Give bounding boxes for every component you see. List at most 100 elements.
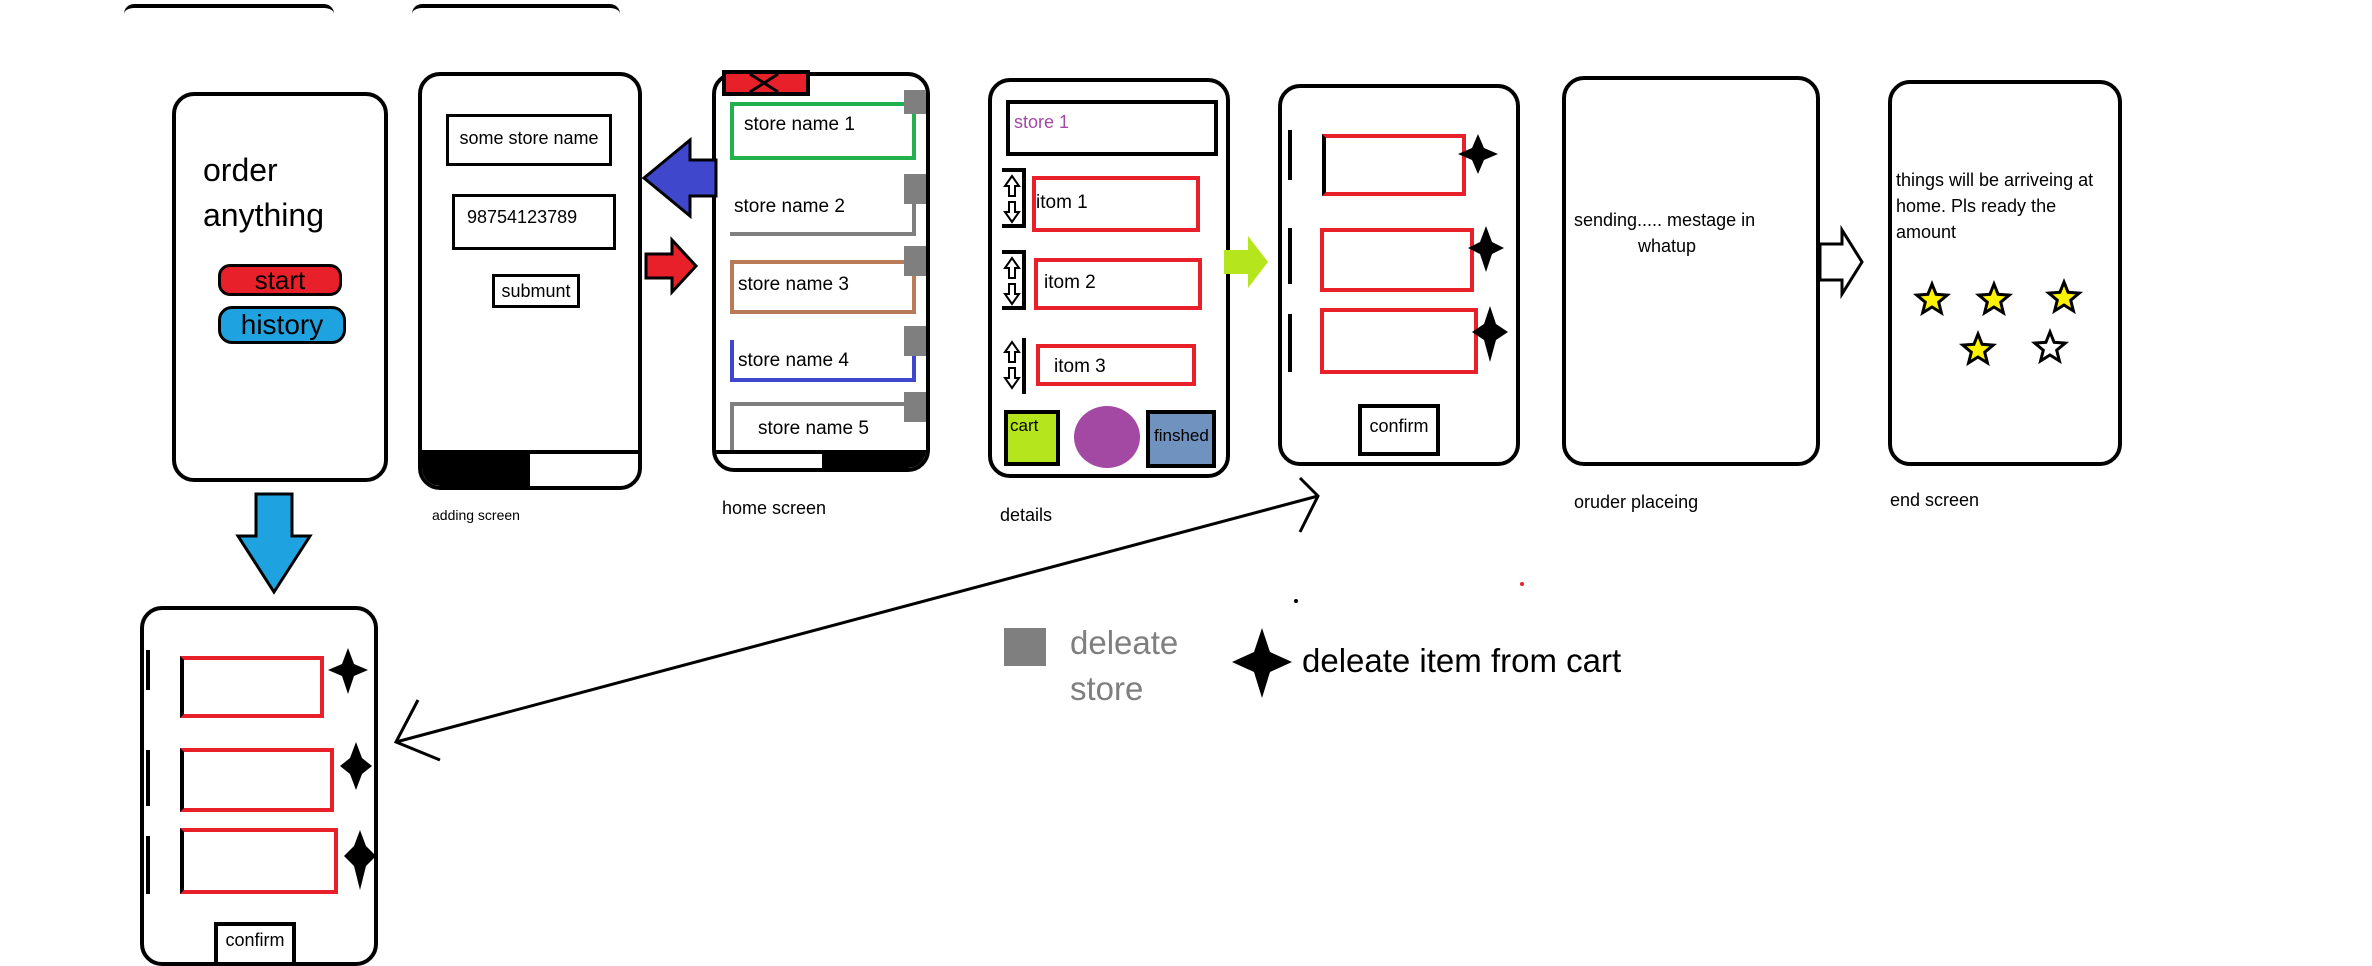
details-screen: store 1 itom 1 itom 2 itom 3 cart finshe…: [988, 78, 1230, 478]
rating-star-filled-icon[interactable]: [1912, 279, 1952, 317]
delete-store-icon[interactable]: [904, 392, 926, 422]
store-row-1[interactable]: store name 1: [730, 102, 916, 160]
legend-delete-item-label: deleate item from cart: [1302, 642, 1622, 679]
legend-delete-store-line1: deleate: [1070, 624, 1179, 661]
action-circle-button[interactable]: [1074, 406, 1140, 468]
legend-delete-store-line2: store: [1070, 670, 1144, 707]
item-row-2[interactable]: itom 2: [1034, 258, 1202, 310]
store-name-value: some store name: [459, 128, 599, 148]
close-x-icon[interactable]: [722, 70, 810, 96]
cart-item-row: [1320, 308, 1478, 374]
phone-value: 98754123789: [467, 207, 578, 227]
start-button[interactable]: start: [218, 264, 342, 296]
start-button-label: start: [254, 265, 306, 295]
cart-button-label: cart: [1010, 416, 1039, 435]
legend-delete-store-swatch: [1004, 628, 1046, 666]
finished-button[interactable]: finshed: [1146, 410, 1216, 468]
phone-input[interactable]: 98754123789: [452, 194, 616, 250]
end-message-line1: things will be arriveing at: [1896, 170, 2094, 190]
arrow-right-outline: [1818, 224, 1864, 300]
adding-bottom-bar-fill: [422, 450, 530, 486]
item-label: itom 2: [1044, 272, 1096, 293]
cart-divider: [1288, 228, 1292, 284]
home-screen: store name 1 store name 2 store name 3 s…: [712, 72, 930, 472]
rating-star-filled-icon[interactable]: [2044, 277, 2084, 315]
reorder-handle[interactable]: [1002, 168, 1026, 228]
store-row-label: store name 3: [738, 274, 849, 295]
arrow-right-lime: [1224, 236, 1268, 288]
rating-stars[interactable]: [1892, 84, 2118, 462]
rating-star-filled-icon[interactable]: [1974, 279, 2014, 317]
top-fragment-right: [412, 4, 620, 18]
app-title-line2: anything: [203, 197, 324, 233]
store-row-label: store name 5: [758, 418, 869, 439]
end-screen: things will be arriveing at home. Pls re…: [1888, 80, 2122, 466]
cart-item-row: [1322, 134, 1466, 196]
history-screen: confirm: [140, 606, 378, 966]
arrow-right-red: [644, 236, 699, 296]
history-divider: [146, 650, 150, 690]
delete-store-icon[interactable]: [904, 90, 926, 114]
store-row-4[interactable]: store name 4: [730, 340, 916, 382]
cart-divider: [1288, 130, 1292, 180]
cart-screen: confirm: [1278, 84, 1520, 466]
order-placing-caption: oruder placeing: [1574, 492, 1699, 512]
store-row-3[interactable]: store name 3: [730, 260, 916, 314]
cart-item-row: [1320, 228, 1474, 292]
rating-star-empty-icon[interactable]: [2030, 327, 2070, 365]
stray-dot: [1294, 599, 1298, 603]
arrow-down-blue: [235, 492, 313, 595]
top-fragment-left: [124, 4, 334, 18]
confirm-button[interactable]: confirm: [214, 922, 296, 966]
item-label: itom 1: [1036, 192, 1088, 213]
home-bottom-fill: [822, 450, 926, 468]
reorder-handle[interactable]: [1002, 250, 1026, 310]
end-message-line2: home. Pls ready the: [1896, 196, 2057, 216]
end-screen-caption: end screen: [1890, 490, 1980, 510]
store-row-5[interactable]: store name 5: [730, 402, 916, 452]
reorder-handle[interactable]: [1002, 338, 1026, 394]
rating-star-filled-icon[interactable]: [1958, 329, 1998, 367]
store-row-label: store name 2: [734, 196, 845, 217]
history-button-label: history: [240, 309, 324, 340]
adding-screen: some store name 98754123789 submunt: [418, 72, 642, 490]
store-title-field: store 1: [1006, 100, 1218, 156]
delete-store-icon[interactable]: [904, 174, 926, 204]
store-row-label: store name 4: [738, 350, 849, 371]
cart-button[interactable]: cart: [1004, 410, 1060, 466]
history-divider: [146, 836, 150, 894]
store-title-underline: [1006, 152, 1218, 156]
arrow-double-head: [395, 494, 1319, 744]
home-screen-caption: home screen: [722, 498, 827, 518]
sending-message-line2: whatup: [1638, 236, 1697, 256]
sending-message-line1: sending..... mestage in: [1574, 210, 1756, 230]
item-row-1[interactable]: itom 1: [1032, 176, 1200, 232]
confirm-button-label: confirm: [1369, 416, 1429, 436]
history-button[interactable]: history: [218, 306, 346, 344]
confirm-button-label: confirm: [225, 930, 285, 950]
legend-delete-item-icon: [1232, 628, 1292, 698]
finished-button-label: finshed: [1154, 426, 1209, 445]
submit-button[interactable]: submunt: [492, 274, 580, 308]
delete-store-icon[interactable]: [904, 246, 926, 276]
store-row-2[interactable]: store name 2: [730, 186, 916, 236]
arrow-left-blue: [641, 136, 718, 220]
app-title-line1: order: [203, 152, 278, 188]
delete-store-icon[interactable]: [904, 326, 926, 356]
welcome-screen: order anything start history: [172, 92, 388, 482]
end-message-line3: amount: [1896, 222, 1957, 242]
cart-divider: [1288, 314, 1292, 372]
history-item-row: [180, 656, 324, 718]
confirm-button[interactable]: confirm: [1358, 404, 1440, 456]
store-row-label: store name 1: [744, 114, 855, 135]
home-bottom-line: [716, 450, 926, 454]
adding-screen-caption: adding screen: [432, 507, 520, 523]
history-item-row: [180, 828, 338, 894]
item-label: itom 3: [1054, 356, 1106, 377]
history-item-row: [180, 748, 334, 812]
store-name-input[interactable]: some store name: [446, 114, 612, 166]
item-row-3[interactable]: itom 3: [1036, 344, 1196, 386]
order-placing-screen: sending..... mestage in whatup: [1562, 76, 1820, 466]
stray-dot: [1520, 582, 1524, 586]
store-title: store 1: [1014, 112, 1070, 132]
